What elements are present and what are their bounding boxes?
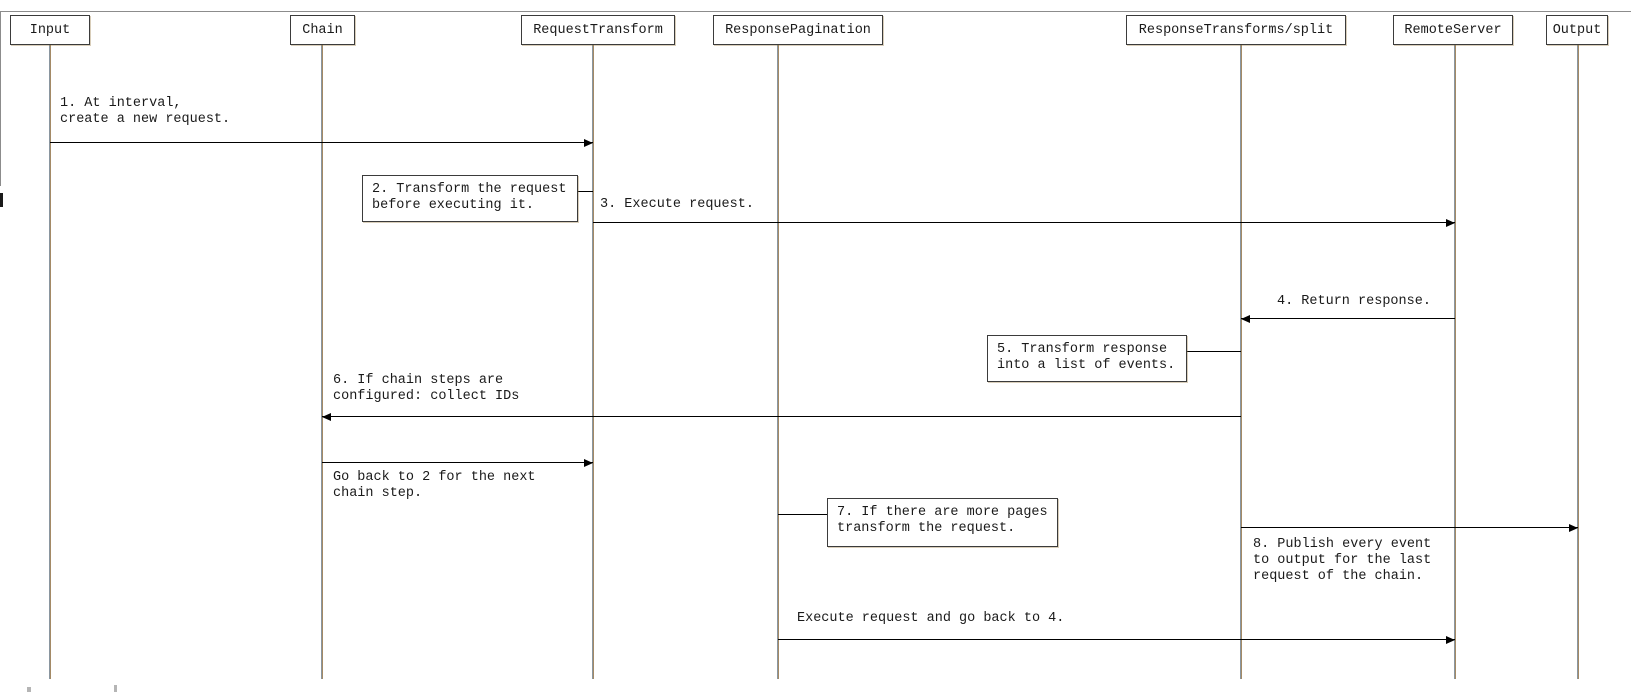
actor-label: ResponsePagination (725, 22, 871, 38)
actor-box-output: Output (1546, 15, 1608, 45)
message-label: 6. If chain steps are configured: collec… (333, 373, 520, 404)
lifeline-requesttransform (592, 45, 594, 679)
message-line (778, 639, 1455, 641)
message-label: 4. Return response. (1277, 294, 1431, 309)
left-edge-mark (0, 193, 3, 207)
arrowhead-right-icon (584, 138, 593, 147)
message-line (1241, 527, 1578, 529)
actor-box-responsepagination: ResponsePagination (713, 15, 883, 45)
note-box: 7. If there are more pages transform the… (827, 498, 1058, 547)
actor-box-remoteserver: RemoteServer (1393, 15, 1513, 45)
note-connector-responsetransforms-split (1187, 351, 1241, 353)
message-line (322, 416, 1241, 418)
actor-label: Input (29, 22, 71, 38)
message-line (322, 462, 593, 464)
actor-box-requesttransform: RequestTransform (521, 15, 675, 45)
actor-label: Chain (302, 22, 343, 38)
arrowhead-left-icon (322, 412, 331, 421)
actor-box-input: Input (10, 15, 90, 45)
message-label: 8. Publish every event to output for the… (1253, 537, 1432, 584)
message-line (593, 222, 1455, 224)
lifeline-output (1577, 45, 1579, 679)
bottom-cropped-mark-2 (114, 685, 117, 692)
message-label: Go back to 2 for the next chain step. (333, 470, 536, 501)
actor-label: ResponseTransforms/split (1138, 22, 1334, 38)
lifeline-responsepagination (777, 45, 779, 679)
actor-box-responsetransforms-split: ResponseTransforms/split (1126, 15, 1346, 45)
actor-label: RemoteServer (1404, 22, 1502, 38)
note-box: 2. Transform the request before executin… (362, 175, 578, 222)
frame-left-line (0, 11, 1, 186)
arrowhead-right-icon (1446, 218, 1455, 227)
arrowhead-left-icon (1241, 314, 1250, 323)
message-line (1241, 318, 1455, 320)
bottom-cropped-mark-1 (27, 687, 31, 692)
actor-box-chain: Chain (290, 15, 355, 45)
actor-label: Output (1552, 22, 1602, 38)
lifeline-input (49, 45, 51, 679)
message-label: 1. At interval, create a new request. (60, 96, 231, 127)
arrowhead-right-icon (1569, 523, 1578, 532)
frame-top-line (0, 11, 1631, 12)
note-connector-requesttransform (578, 191, 593, 193)
lifeline-responsetransforms-split (1240, 45, 1242, 679)
lifeline-remoteserver (1454, 45, 1456, 679)
message-line (50, 142, 593, 144)
note-connector-responsepagination (778, 514, 827, 516)
message-label: 3. Execute request. (600, 197, 754, 212)
actor-label: RequestTransform (533, 22, 663, 38)
message-label: Execute request and go back to 4. (797, 611, 1065, 626)
lifeline-chain (321, 45, 323, 679)
arrowhead-right-icon (1446, 635, 1455, 644)
arrowhead-right-icon (584, 458, 593, 467)
note-box: 5. Transform response into a list of eve… (987, 335, 1187, 382)
